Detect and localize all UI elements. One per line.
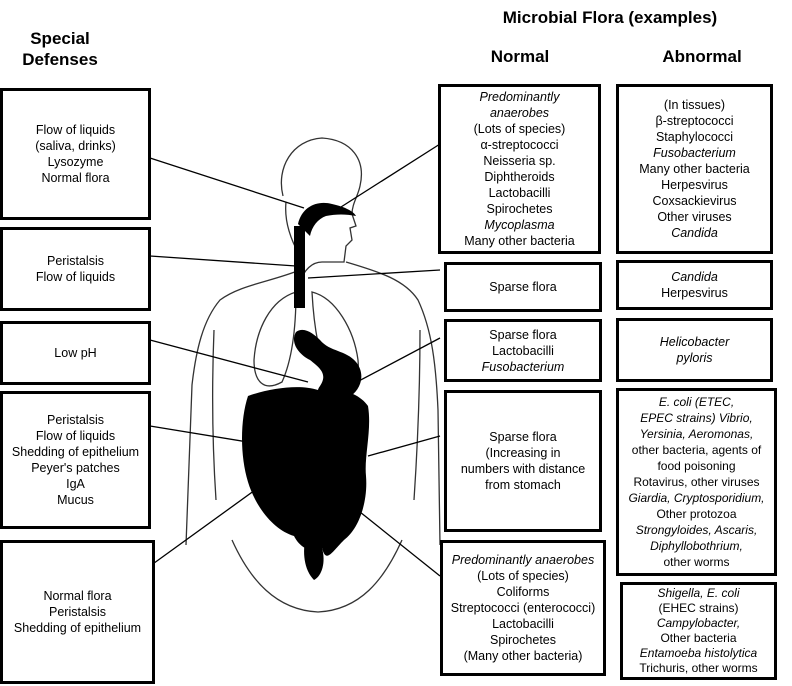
defense-text: Peristalsis <box>47 254 104 268</box>
flora-text: Lactobacilli <box>492 343 554 358</box>
flora-text: Fusobacterium <box>481 359 565 374</box>
flora-text: Herpesvirus <box>661 286 728 300</box>
abnormal-flora-box-small-intestine: E. coli (ETEC, EPEC strains) Vibrio, Yer… <box>616 388 777 576</box>
normal-flora-box-mouth: Predominantly anaerobes (Lots of species… <box>438 84 601 254</box>
special-defenses-header: Special Defenses <box>0 28 120 70</box>
flora-text: Sparse flora <box>489 430 557 444</box>
flora-text: anaerobes <box>489 106 550 120</box>
flora-text: Spirochetes <box>489 633 556 647</box>
flora-text: (Increasing in <box>485 446 561 460</box>
flora-text: Many other bacteria <box>639 162 750 176</box>
flora-text: Trichuris, other worms <box>639 661 758 675</box>
flora-text: Lactobacilli <box>488 186 551 200</box>
special-defenses-line-2: Defenses <box>22 50 98 69</box>
flora-text: Sparse flora <box>489 327 557 342</box>
flora-text: (Many other bacteria) <box>463 649 583 663</box>
flora-text: Entamoeba histolytica <box>639 646 758 660</box>
defense-text: Flow of liquids <box>35 270 116 284</box>
flora-text: Other protozoa <box>656 507 737 521</box>
defense-text: Flow of liquids <box>35 123 116 137</box>
flora-text: Giardia, Cryptosporidium, <box>628 491 765 505</box>
abnormal-flora-box-esophagus: Candida Herpesvirus <box>616 260 773 310</box>
flora-text: Sparse flora <box>489 280 557 294</box>
flora-text: numbers with distance <box>460 462 586 476</box>
defense-text: Mucus <box>57 493 94 507</box>
flora-text: Neisseria sp. <box>483 154 556 168</box>
flora-text: Many other bacteria <box>464 234 575 248</box>
flora-text: Other bacteria <box>660 631 737 645</box>
flora-text: (Lots of species) <box>477 569 569 583</box>
defense-box-small-intestine: Peristalsis Flow of liquids Shedding of … <box>0 391 151 529</box>
defense-text: Shedding of epithelium <box>13 621 142 635</box>
defense-box-large-intestine: Normal flora Peristalsis Shedding of epi… <box>0 540 155 684</box>
flora-text: Fusobacterium <box>653 146 736 160</box>
abnormal-flora-box-large-intestine: Shigella, E. coli (EHEC strains) Campylo… <box>620 582 777 680</box>
flora-text: EPEC strains) Vibrio, <box>640 410 752 426</box>
microbial-flora-header: Microbial Flora (examples) <box>502 8 718 27</box>
flora-text: β-streptococci <box>655 114 734 128</box>
flora-text: Rotavirus, other viruses <box>633 475 760 489</box>
normal-flora-box-stomach: Sparse flora Lactobacilli Fusobacterium <box>444 319 602 382</box>
flora-text-italic: E. coli (ETEC, <box>658 395 735 409</box>
flora-text: Campylobacter, <box>656 616 741 630</box>
defense-text: Peyer's patches <box>31 461 120 475</box>
abnormal-flora-box-stomach: Helicobacter pyloris <box>616 318 773 382</box>
flora-text: α-streptococci <box>480 138 559 152</box>
flora-text: food poisoning <box>657 459 736 473</box>
flora-text: (Lots of species) <box>473 122 566 136</box>
flora-text: Lactobacilli <box>492 617 554 631</box>
flora-text-italic: EPEC strains) Vibrio, <box>640 411 753 425</box>
flora-text: pyloris <box>676 351 713 365</box>
abnormal-header: Abnormal <box>662 47 742 66</box>
abnormal-flora-box-mouth: (In tissues) β-streptococci Staphylococc… <box>616 84 773 254</box>
defense-text: IgA <box>66 477 85 491</box>
flora-text: Staphylococci <box>655 130 734 144</box>
flora-text: Candida <box>671 270 718 284</box>
flora-text: Coxsackievirus <box>652 194 737 208</box>
flora-text: Yersinia, Aeromonas, <box>639 427 754 441</box>
flora-text: Herpesvirus <box>661 178 728 192</box>
flora-text: Helicobacter <box>659 335 730 349</box>
defense-text: Shedding of epithelium <box>11 445 140 459</box>
defense-text: Normal flora <box>43 589 112 603</box>
flora-text: Candida <box>671 226 718 240</box>
defense-box-mouth: Flow of liquids (saliva, drinks) Lysozym… <box>0 88 151 220</box>
normal-flora-box-large-intestine: Predominantly anaerobes (Lots of species… <box>440 540 606 676</box>
connector-lines <box>149 143 441 577</box>
defense-text: Flow of liquids <box>35 429 116 443</box>
flora-text: Other viruses <box>657 210 732 224</box>
defense-text: (saliva, drinks) <box>35 139 116 153</box>
flora-text: (EHEC strains) <box>658 601 739 615</box>
flora-text: Strongyloides, Ascaris, <box>635 523 758 537</box>
digestive-tract <box>242 202 370 580</box>
defense-text: Lysozyme <box>47 155 104 169</box>
flora-text: Streptococci (enterococci) <box>450 601 596 615</box>
defense-box-esophagus: Peristalsis Flow of liquids <box>0 227 151 311</box>
flora-text: other worms <box>663 555 730 569</box>
defense-text: Peristalsis <box>49 605 106 619</box>
defense-box-stomach: Low pH <box>0 321 151 385</box>
flora-text: Mycoplasma <box>484 218 555 232</box>
defense-text: Normal flora <box>41 171 110 185</box>
flora-text: Shigella, E. coli <box>657 586 740 600</box>
flora-text: Predominantly <box>479 90 560 104</box>
flora-text: Diphyllobothrium, <box>650 539 743 553</box>
defense-text: Low pH <box>54 346 97 360</box>
flora-text: other bacteria, agents of <box>631 443 762 457</box>
flora-text: (In tissues) <box>663 98 726 112</box>
flora-text: Predominantly anaerobes <box>451 553 595 567</box>
flora-text: Coliforms <box>496 585 550 599</box>
special-defenses-line-1: Special <box>30 29 90 48</box>
defense-text: Peristalsis <box>47 413 104 427</box>
flora-text: Diphtheroids <box>484 170 555 184</box>
flora-text: Spirochetes <box>486 202 553 216</box>
flora-text: from stomach <box>485 478 561 492</box>
normal-flora-box-small-intestine: Sparse flora (Increasing in numbers with… <box>444 390 602 532</box>
normal-header: Normal <box>490 47 550 66</box>
flora-text: E. coli (ETEC, <box>659 394 734 410</box>
normal-flora-box-esophagus: Sparse flora <box>444 262 602 312</box>
